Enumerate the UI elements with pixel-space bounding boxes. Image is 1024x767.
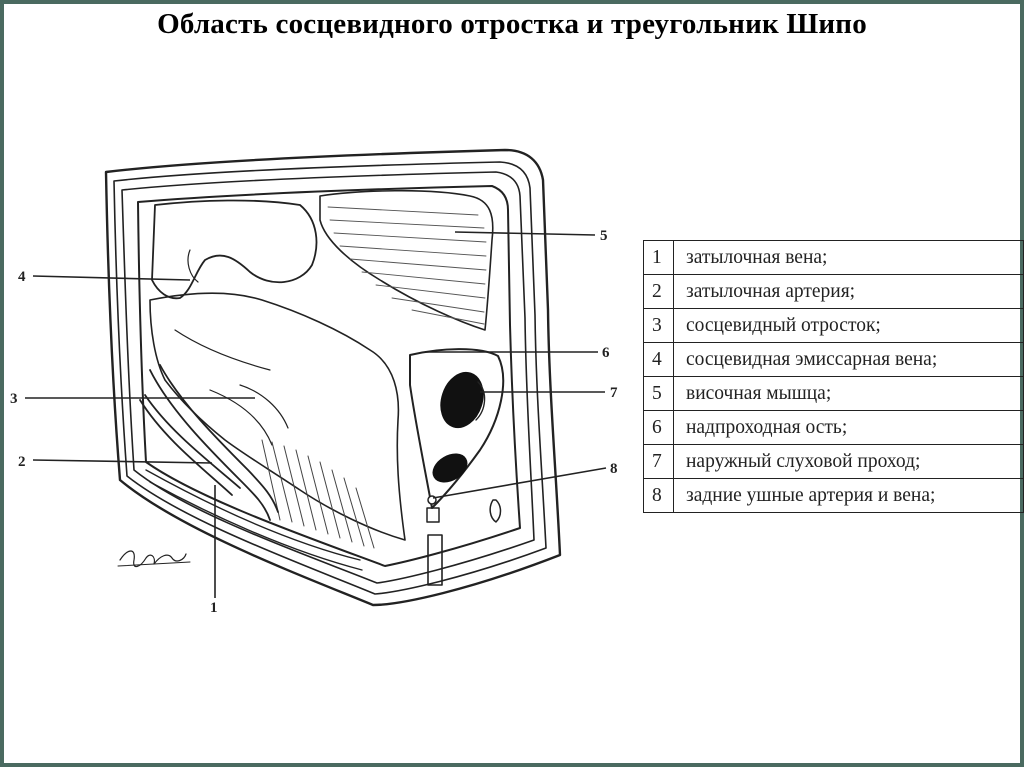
dissection-window [137,185,521,567]
artist-signature [119,550,187,568]
label-6: 6 [602,345,610,361]
legend-row: 2 затылочная артерия; [643,274,1024,309]
legend-text: сосцевидная эмиссарная вена; [673,342,1024,377]
leader-line-5 [454,231,596,236]
legend-row: 5 височная мышца; [643,376,1024,411]
leader-line-4 [32,275,191,281]
legend-text: надпроходная ость; [673,410,1024,445]
occipital-artery-wall [159,364,279,513]
inner-skin-outline-2 [121,171,535,584]
mastoid-body [149,292,406,541]
legend-row: 1 затылочная вена; [643,240,1024,275]
label-1: 1 [210,600,218,616]
leader-line-2 [32,459,213,464]
temporal-muscle [319,189,494,331]
inner-skin-outline-1 [113,161,547,595]
legend-number: 8 [643,478,674,513]
label-5: 5 [600,228,608,244]
legend-number: 3 [643,308,674,343]
suprameatal-region [409,348,505,509]
page-title: Область сосцевидного отростка и треуголь… [157,8,867,40]
legend-number: 2 [643,274,674,309]
legend-row: 8 задние ушные артерия и вена; [643,478,1024,513]
auricular-vessels [427,534,443,586]
label-3: 3 [10,391,18,407]
outer-skin-outline [104,148,562,607]
legend-row: 4 сосцевидная эмиссарная вена; [643,342,1024,377]
legend-number: 4 [643,342,674,377]
leader-line-8 [432,467,607,499]
legend-number: 1 [643,240,674,275]
legend-text: задние ушные артерия и вена; [673,478,1024,513]
external-auditory-canal [440,371,484,429]
legend-number: 7 [643,444,674,479]
legend-row: 6 надпроходная ость; [643,410,1024,445]
label-7: 7 [610,385,618,401]
legend-number: 6 [643,410,674,445]
occipital-artery [149,369,271,521]
label-4: 4 [18,269,26,285]
mastoid-foramen [432,453,468,483]
legend-text: затылочная артерия; [673,274,1024,309]
legend-text: сосцевидный отросток; [673,308,1024,343]
mastoid-process [151,199,318,300]
legend-row: 7 наружный слуховой проход; [643,444,1024,479]
legend-number: 5 [643,376,674,411]
label-2: 2 [18,454,26,470]
label-8: 8 [610,461,618,477]
legend-text: височная мышца; [673,376,1024,411]
legend-text: наружный слуховой проход; [673,444,1024,479]
legend-text: затылочная вена; [673,240,1024,275]
small-vessel-mark [489,499,502,523]
legend-row: 3 сосцевидный отросток; [643,308,1024,343]
legend-table: 1 затылочная вена; 2 затылочная артерия;… [643,240,1024,513]
occipital-vein [139,399,233,496]
